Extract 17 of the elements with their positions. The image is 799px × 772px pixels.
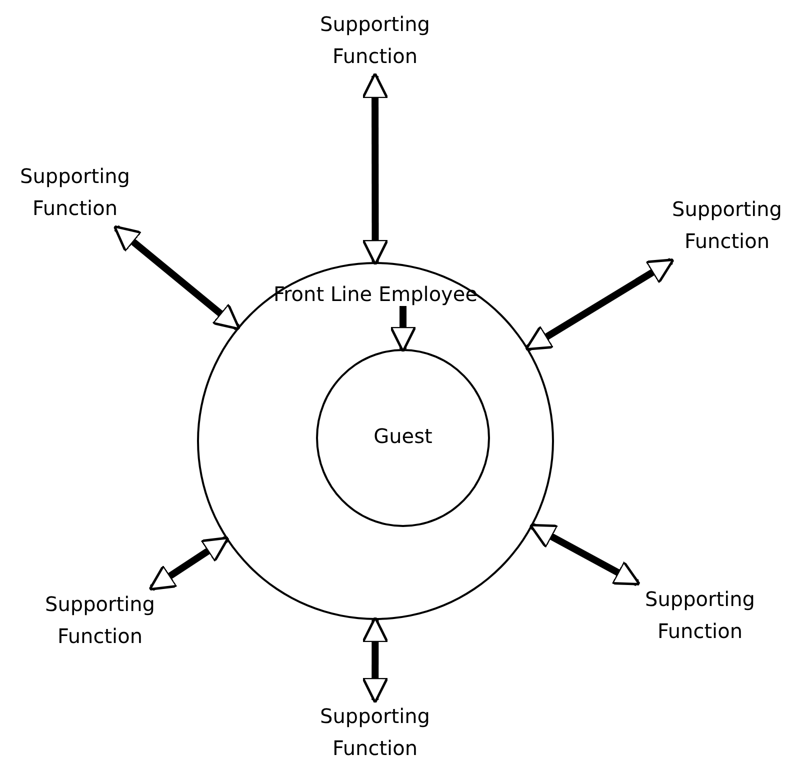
circle-label: Front Line Employee <box>272 282 479 306</box>
double-arrow <box>362 72 389 266</box>
inner-circle <box>316 349 490 527</box>
double-arrow <box>113 225 241 330</box>
circle-label: Guest <box>372 424 434 448</box>
text-label: Supporting Function <box>295 700 455 768</box>
arrow <box>390 306 416 353</box>
outer-circle <box>197 262 554 620</box>
double-arrow <box>148 536 230 591</box>
text-label: Supporting Function <box>620 583 780 651</box>
double-arrow <box>362 616 389 704</box>
double-arrow <box>524 258 675 352</box>
double-arrow <box>529 523 641 586</box>
text-label: Supporting Function <box>295 8 455 76</box>
text-label: Supporting Function <box>20 588 180 656</box>
text-label: Supporting Function <box>655 193 799 261</box>
text-label: Supporting Function <box>0 160 150 228</box>
